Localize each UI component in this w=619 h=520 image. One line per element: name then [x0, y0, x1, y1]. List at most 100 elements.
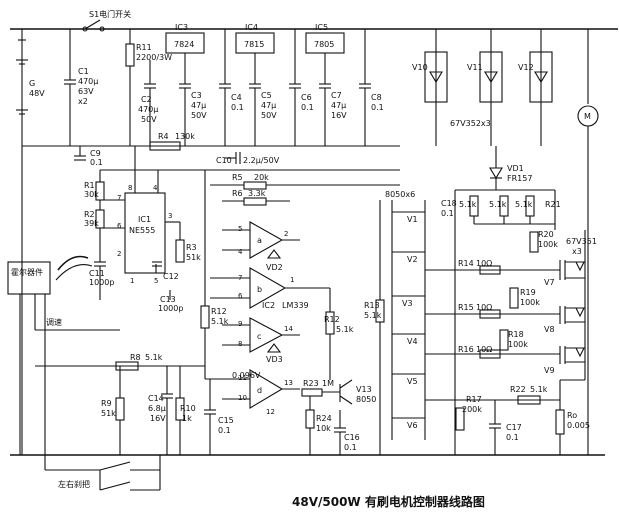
r20-ref: R20 — [538, 230, 554, 239]
mos-part: 67V351 — [566, 237, 597, 246]
power-rails — [10, 28, 618, 456]
v13-part: 8050 — [356, 395, 376, 404]
r23-val: 1M — [322, 379, 334, 388]
diode-block: V10 V11 V12 67V352x3 — [412, 29, 553, 146]
switch-label: S1电门开关 — [89, 9, 131, 19]
c3-val: 47μ — [191, 101, 206, 110]
r5-val: 20k — [254, 173, 269, 182]
r9-ref: R9 — [101, 399, 112, 408]
driver-array: 8050x6 V1 V2 V3 V4 V5 V6 — [385, 190, 426, 440]
v1-label: V1 — [407, 215, 418, 224]
c6-ref: C6 — [301, 93, 312, 102]
r11-ref: R11 — [136, 43, 152, 52]
r10-val: 1k — [182, 414, 192, 423]
ic1-ref: IC1 — [138, 215, 151, 224]
capacitor-c1: C1 470μ 63V x2 — [64, 29, 98, 146]
r12-val: 5.1k — [336, 325, 354, 334]
r15-val: 10Ω — [476, 303, 492, 312]
c1-ref: C1 — [78, 67, 89, 76]
comp-pin-14: 14 — [284, 325, 293, 333]
r7-ref: R12 — [211, 307, 227, 316]
r2-ref: R2 — [84, 210, 95, 219]
capacitor-c7: C7 47μ 16V — [319, 53, 347, 146]
c1-qty: x2 — [78, 97, 88, 106]
motor-label: M — [584, 112, 591, 121]
pin-1: 1 — [130, 277, 134, 285]
c8-ref: C8 — [371, 93, 382, 102]
regulator-ic4: IC4 7815 — [235, 23, 275, 54]
v6-label: V6 — [407, 421, 418, 430]
c11-ref: C11 — [89, 269, 105, 278]
diode-vd1: VD1 FR157 — [489, 146, 532, 190]
comp-pin-8: 8 — [238, 340, 242, 348]
pin-6: 6 — [117, 222, 122, 230]
comp-b-label: b — [257, 285, 262, 294]
r20-val: 100k — [538, 240, 558, 249]
capacitor-c5: C5 47μ 50V — [249, 53, 277, 146]
hall-label: 霍尔器件 — [11, 267, 43, 277]
timer-ic1: IC1 NE555 8 4 7 6 2 1 5 3 — [100, 146, 400, 285]
ro-ref: Ro — [567, 411, 577, 420]
c13-val: 1000p — [158, 304, 183, 313]
ic3-ref: IC3 — [175, 23, 188, 32]
r9-val: 51k — [101, 409, 116, 418]
r1-val: 30k — [84, 190, 99, 199]
diagram-title: 48V/500W 有刷电机控制器线路图 — [292, 494, 485, 509]
pin-3: 3 — [168, 212, 172, 220]
lower-left-network: R8 5.1k R9 51k C14 6.8μ 16V R10 1k C15 0… — [35, 353, 234, 455]
regulator-ic5: IC5 7805 — [305, 23, 345, 54]
output-stage: 5.1k 5.1k 5.1k R21 C18 0.1 R20 100k R19 … — [425, 189, 597, 455]
capacitor-c6: C6 0.1 — [289, 29, 314, 146]
switch-s1: S1电门开关 — [82, 9, 131, 32]
c10-ref: C10 — [216, 156, 232, 165]
caps-top: C2 470μ 50V C3 47μ 50V C4 0.1 C5 47μ 50V… — [138, 29, 384, 146]
c3-ref: C3 — [191, 91, 202, 100]
pin-7: 7 — [117, 194, 121, 202]
r17-val: 200k — [462, 405, 482, 414]
transistor-v2: V2 — [392, 251, 425, 264]
feedback-network: R4 130k C10 2.2μ/50V R5 20k R6 3.3k — [149, 132, 400, 206]
ro-val: 0.005 — [567, 421, 590, 430]
mosfet-v8: V8 — [544, 306, 585, 334]
r10-ref: R10 — [180, 404, 196, 413]
v5-label: V5 — [407, 377, 418, 386]
ic5-ref: IC5 — [315, 23, 328, 32]
c13-ref: C13 — [160, 295, 176, 304]
r13-val: 5.1k — [364, 311, 382, 320]
r4-val: 130k — [175, 132, 195, 141]
c16-ref: C16 — [344, 433, 360, 442]
ic2-ref: IC2 — [262, 301, 275, 310]
timer-passives: R1 30k R2 39k C11 1000p C12 C13 1000p C9… — [74, 146, 201, 313]
c12-ref: C12 — [163, 272, 179, 281]
capacitor-c3: C3 47μ 50V — [179, 53, 207, 146]
ic4-part: 7815 — [244, 40, 264, 49]
c17-val: 0.1 — [506, 433, 519, 442]
c1-val: 470μ — [78, 77, 98, 86]
r14-ref: R14 — [458, 259, 474, 268]
c2-volt: 50V — [141, 115, 157, 124]
r13-ref: R13 — [364, 301, 380, 310]
r16-ref: R16 — [458, 345, 474, 354]
r11-val: 2200/3W — [136, 53, 172, 62]
r19-ref: R19 — [520, 288, 536, 297]
r8-val: 5.1k — [145, 353, 163, 362]
comparator-a: a 5 4 2 — [222, 221, 300, 259]
c7-ref: C7 — [331, 91, 342, 100]
r15-ref: R15 — [458, 303, 474, 312]
c3-volt: 50V — [191, 111, 207, 120]
c2-ref: C2 — [141, 95, 152, 104]
ic3-part: 7824 — [174, 40, 194, 49]
brake-switches: 左右刹把 — [44, 340, 161, 491]
c9-ref: C9 — [90, 149, 101, 158]
c9-val: 0.1 — [90, 158, 103, 167]
mosfet-v9: V9 — [544, 346, 585, 375]
c8-val: 0.1 — [371, 103, 384, 112]
c4-ref: C4 — [231, 93, 242, 102]
v11-label: V11 — [467, 63, 483, 72]
vd1-ref: VD1 — [507, 164, 524, 173]
ic5-part: 7805 — [314, 40, 334, 49]
comp-pin-6: 6 — [238, 292, 243, 300]
c18-ref: C18 — [441, 199, 457, 208]
